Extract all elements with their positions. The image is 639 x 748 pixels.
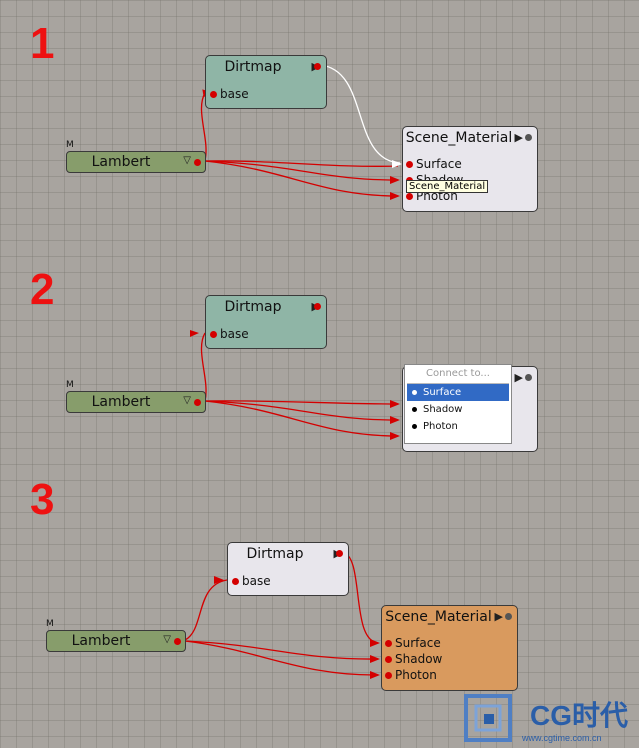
lambert-expand-icon-3[interactable]: ▽ xyxy=(163,634,171,645)
scene-material-title: Scene_Material xyxy=(405,130,513,146)
scene-material-node[interactable]: Scene_Material ▶ Surface Shadow Photon xyxy=(402,126,538,212)
photon-port-3[interactable] xyxy=(385,672,392,679)
menu-item-surface[interactable]: Surface xyxy=(407,384,509,401)
step-number-1: 1 xyxy=(30,19,55,68)
dirtmap-node-title: Dirtmap xyxy=(224,59,282,75)
wire-lambert-to-shadow[interactable] xyxy=(204,160,399,181)
scene-material-node-3[interactable]: Scene_Material ▶ Surface Shadow Photon xyxy=(381,605,518,691)
dirtmap-base-port[interactable] xyxy=(210,91,217,98)
wire2-lambert-to-shadow[interactable] xyxy=(204,400,399,421)
step-number-2: 2 xyxy=(30,265,55,314)
lambert-node-title-3: Lambert xyxy=(71,633,131,649)
photon-port[interactable] xyxy=(406,193,413,200)
scene-material-output-port-2[interactable] xyxy=(525,374,532,381)
dirtmap-node-3[interactable]: Dirtmap ▶ base xyxy=(227,542,349,596)
surface-label: Surface xyxy=(416,157,462,171)
dirtmap-node-2[interactable]: Dirtmap ▶ base xyxy=(205,295,327,349)
wire2-lambert-to-surface[interactable] xyxy=(204,400,399,405)
watermark-url: www.cgtime.com.cn xyxy=(522,733,602,743)
connect-to-menu[interactable]: Connect to... Surface Shadow Photon xyxy=(404,364,512,444)
wire-dirtmap-to-surface[interactable] xyxy=(319,64,401,164)
dirtmap-node[interactable]: Dirtmap ▶ base xyxy=(205,55,327,109)
surface-port[interactable] xyxy=(406,161,413,168)
lambert-node-3[interactable]: Lambert ▽ xyxy=(46,630,186,652)
dirtmap-base-port-2[interactable] xyxy=(210,331,217,338)
lambert-output-port-2[interactable] xyxy=(194,399,201,406)
dirtmap-base-label-3: base xyxy=(242,574,271,588)
lambert-node-title: Lambert xyxy=(91,154,151,170)
scene-material-output-icon-2[interactable]: ▶ xyxy=(514,371,523,384)
wire-lambert-to-surface[interactable] xyxy=(204,160,399,167)
dirtmap-output-port[interactable] xyxy=(314,63,321,70)
dirtmap-node-title-2: Dirtmap xyxy=(224,299,282,315)
menu-item-shadow[interactable]: Shadow xyxy=(407,401,509,418)
dirtmap-output-port-2[interactable] xyxy=(314,303,321,310)
lambert-expand-icon[interactable]: ▽ xyxy=(183,155,191,166)
wire3-lambert-to-shadow[interactable] xyxy=(184,640,379,660)
scene-material-output-port-3[interactable] xyxy=(505,613,512,620)
dirtmap-base-label: base xyxy=(220,87,249,101)
shadow-label-3: Shadow xyxy=(395,652,443,666)
surface-port-3[interactable] xyxy=(385,640,392,647)
surface-label-3: Surface xyxy=(395,636,441,650)
dirtmap-output-port-3[interactable] xyxy=(336,550,343,557)
scene-material-output-icon[interactable]: ▶ xyxy=(514,131,523,144)
connect-to-menu-header: Connect to... xyxy=(407,365,509,384)
scene-material-title-3: Scene_Material xyxy=(385,609,492,625)
scene-material-output-icon-3[interactable]: ▶ xyxy=(494,610,503,623)
photon-label-3: Photon xyxy=(395,668,437,682)
wire3-lambert-to-dirtmap[interactable] xyxy=(184,579,228,641)
wire-lambert-to-photon[interactable] xyxy=(204,160,399,197)
wire3-lambert-to-photon[interactable] xyxy=(184,640,379,676)
hover-tooltip: Scene_Material xyxy=(406,180,489,193)
step-number-3: 3 xyxy=(30,475,55,524)
lambert-node-title-2: Lambert xyxy=(91,394,151,410)
dirtmap-base-label-2: base xyxy=(220,327,249,341)
lambert-flag-3: M xyxy=(46,619,54,629)
shadow-port-3[interactable] xyxy=(385,656,392,663)
lambert-node[interactable]: Lambert ▽ xyxy=(66,151,206,173)
watermark-brand: CG时代 xyxy=(530,700,629,731)
wire2-lambert-to-photon[interactable] xyxy=(204,400,399,437)
menu-item-photon[interactable]: Photon xyxy=(407,418,509,435)
cgtime-logo-icon xyxy=(464,694,512,742)
dirtmap-node-title-3: Dirtmap xyxy=(246,546,304,562)
lambert-output-port-3[interactable] xyxy=(174,638,181,645)
lambert-node-2[interactable]: Lambert ▽ xyxy=(66,391,206,413)
lambert-flag-2: M xyxy=(66,380,74,390)
dirtmap-base-port-3[interactable] xyxy=(232,578,239,585)
scene-material-output-port[interactable] xyxy=(525,134,532,141)
lambert-expand-icon-2[interactable]: ▽ xyxy=(183,395,191,406)
lambert-output-port[interactable] xyxy=(194,159,201,166)
lambert-flag: M xyxy=(66,140,74,150)
